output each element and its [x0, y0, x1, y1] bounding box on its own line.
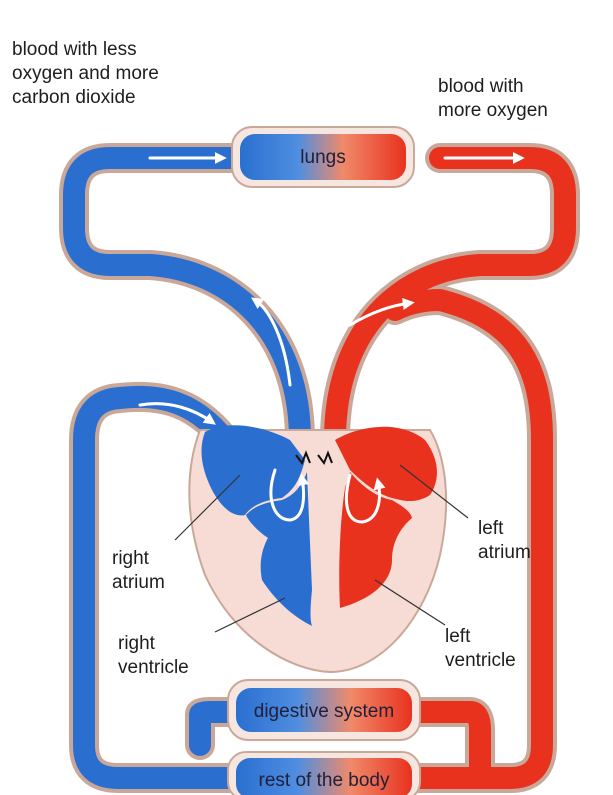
arrow-left-atrium-in [410, 380, 455, 425]
oxygenated-blood-label: blood with more oxygen [438, 75, 548, 123]
left-ventricle-label: left ventricle [445, 625, 516, 673]
deoxygenated-blood-label: blood with less oxygen and more carbon d… [12, 38, 159, 110]
heart [189, 425, 446, 672]
lungs-box: lungs [232, 127, 414, 187]
right-atrium-label: right atrium [112, 547, 165, 595]
lungs-label: lungs [300, 147, 345, 168]
left-atrium-label: left atrium [478, 517, 531, 565]
digestive-system-box: digestive system [228, 680, 420, 740]
rest-of-body-box: rest of the body [228, 752, 420, 795]
digestive-system-label: digestive system [254, 701, 394, 722]
right-ventricle-label: right ventricle [118, 632, 189, 680]
rest-of-body-label: rest of the body [259, 770, 390, 791]
